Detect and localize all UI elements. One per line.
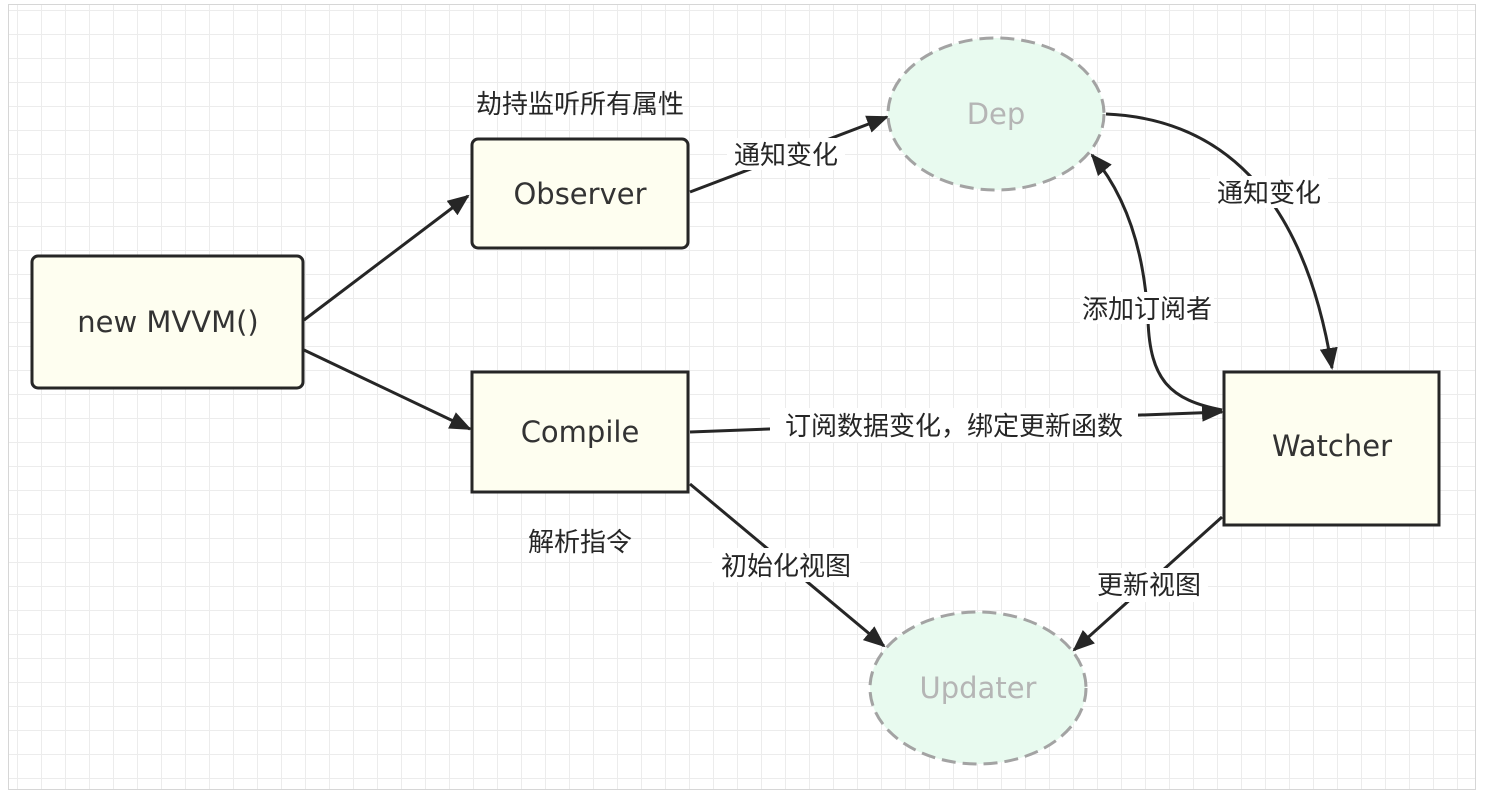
node-updater[interactable]: Updater bbox=[868, 610, 1088, 766]
edge-label-watcher-to-dep: 添加订阅者 bbox=[1082, 295, 1212, 325]
node-dep[interactable]: Dep bbox=[886, 36, 1106, 192]
edge-label-compile-to-watcher: 订阅数据变化，绑定更新函数 bbox=[785, 412, 1123, 442]
node-compile[interactable]: Compile bbox=[470, 370, 690, 494]
node-updater-label: Updater bbox=[920, 671, 1037, 705]
edge-label-watcher-to-updater: 更新视图 bbox=[1097, 571, 1201, 601]
observer-note: 劫持监听所有属性 bbox=[476, 90, 684, 120]
edge-mvvm-to-compile bbox=[303, 348, 472, 431]
node-watcher[interactable]: Watcher bbox=[1222, 370, 1441, 527]
edge-label-observer-to-dep: 通知变化 bbox=[734, 141, 838, 171]
edge-dep-to-watcher bbox=[1105, 112, 1338, 370]
node-observer-label: Observer bbox=[513, 177, 646, 211]
node-compile-label: Compile bbox=[521, 415, 640, 449]
node-watcher-label: Watcher bbox=[1272, 429, 1392, 463]
compile-note: 解析指令 bbox=[528, 528, 632, 558]
edge-label-compile-to-updater: 初始化视图 bbox=[721, 552, 851, 582]
node-mvvm[interactable]: new MVVM() bbox=[30, 254, 305, 390]
edge-mvvm-to-observer bbox=[303, 194, 470, 322]
edge-watcher-to-dep bbox=[1090, 153, 1223, 412]
node-observer[interactable]: Observer bbox=[470, 137, 690, 250]
edge-label-dep-to-watcher: 通知变化 bbox=[1217, 179, 1321, 209]
node-mvvm-label: new MVVM() bbox=[77, 305, 259, 339]
node-dep-label: Dep bbox=[967, 97, 1026, 131]
